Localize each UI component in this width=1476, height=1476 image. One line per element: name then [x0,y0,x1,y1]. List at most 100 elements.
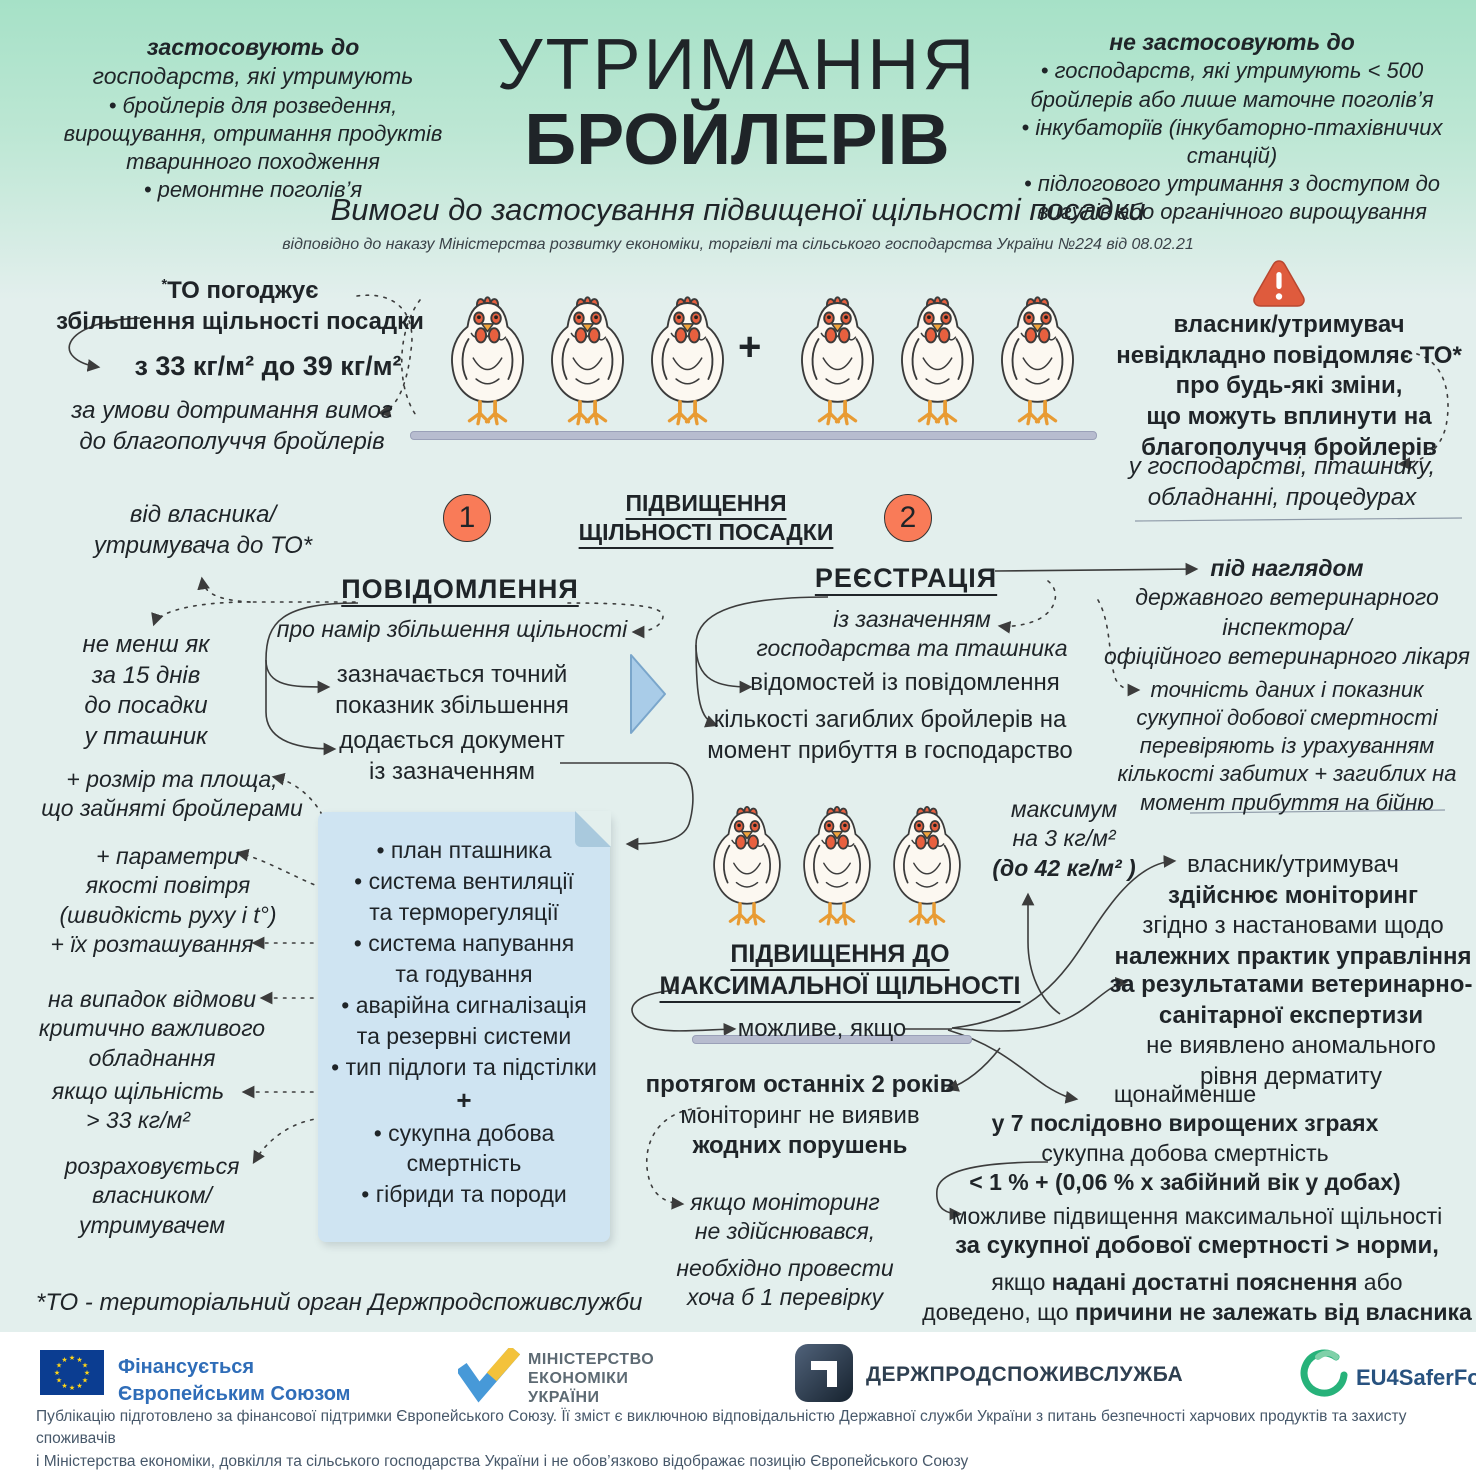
accuracy-line1: точність даних і показник [1150,677,1424,702]
ministry-line2: ЕКОНОМІКИ [528,1370,629,1388]
registration-with: із зазначенням господарства та пташника [756,605,1067,664]
flocks-block: щонайменше у 7 послідовно вирощених згра… [969,1080,1400,1198]
vet-expertise-block: за результатами ветеринарно- санітарної … [1110,970,1473,1093]
perch-bar [410,431,1097,440]
eu-funding-label: Фінансується Європейським Союзом [118,1354,350,1408]
no-mon-line2: не здійснювався, [694,1218,876,1245]
point2-line1: додається документ [339,727,565,754]
density-line1: якщо щільність [51,1078,225,1104]
notification-point2: додається документ із зазначенням [339,726,565,787]
doc-item: • сукупна добова [373,1119,555,1146]
calc-line3: утримувачем [79,1211,225,1238]
notify-changes-block: власник/утримувач невідкладно повідомляє… [1116,310,1462,464]
svg-text:★: ★ [84,1369,90,1377]
timing-line4: у пташник [84,723,208,751]
svg-text:★: ★ [61,1356,67,1364]
flow-arrow-icon [630,654,666,734]
exceed-line1: можливе підвищення максимальної щільност… [951,1203,1443,1229]
possible-if: можливе, якщо [737,1015,907,1042]
notify-line5: благополуччя бройлерів [1141,433,1437,461]
annotation-density: якщо щільність > 33 кг/м² [52,1077,224,1136]
footnote: *ТО - територіальний орган Держпродспожи… [36,1289,643,1316]
exceed-seg-bold: причини не залежать від власника [1074,1298,1472,1325]
condition-line2: до благополуччя бройлерів [79,427,385,455]
exceed-seg-bold: надані достатні пояснення [1051,1269,1358,1296]
point2-line2: із зазначенням [368,757,536,785]
notify-note2: обладнанні, процедурах [1147,483,1417,511]
exceed-line3: якщо надані достатні пояснення або [922,1268,1472,1297]
failure-line2: критично важливого [38,1015,266,1042]
from-line2: утримувача до ТО* [93,531,313,559]
supervision-line3: офіційного ветеринарного лікаря [1104,643,1470,670]
timing-line1: не менш як [82,631,210,658]
step-1-badge: 1 [443,494,491,542]
notification-point1: зазначається точний показник збільшення [335,660,569,721]
density-range: з 33 кг/м² до 39 кг/м² [134,351,402,381]
applies-item: • ремонтне поголів’я [143,177,363,203]
svg-text:★: ★ [76,1382,82,1390]
annotation-calc: розраховується власником/ утримувачем [65,1152,240,1240]
chicken-icon [890,285,985,435]
not-applies-item: • господарств, які утримують < 500 бройл… [1030,58,1434,112]
chicken-icon [440,285,535,435]
center-label-line2: ЩІЛЬНОСТІ ПОСАДКИ [578,519,834,546]
eu-funding-line2: Європейським Союзом [118,1383,351,1405]
size-line1: + розмір та площа, [66,766,278,792]
chicken-icon [793,795,881,935]
dpss-logo-icon [795,1344,853,1402]
svg-text:★: ★ [69,1354,75,1362]
no-mon-line4: хоча б 1 перевірку [687,1284,883,1311]
exceed-seg: доведено, що [922,1298,1075,1325]
header-gradient [0,0,1476,300]
with-line1: із зазначенням [833,606,991,632]
air-line1: + параметри [96,843,240,869]
density-line2: > 33 кг/м² [86,1107,190,1134]
applies-to-block: застосовують до господарств, які утримую… [38,33,468,205]
not-applies-item: • інкубаторіїв (інкубаторно-птахівничих … [1021,114,1443,168]
chicken-icon [990,285,1085,435]
point1-line1: зазначається точний [336,661,568,688]
flocks-line2: у 7 послідовно вирощених зграях [991,1110,1379,1137]
years-line2: моніторинг не виявив [680,1101,920,1129]
air-line3: (швидкість руху і t°) [59,901,277,928]
from-line1: від власника/ [129,501,277,528]
doc-item: • план пташника [376,837,552,863]
notify-line1: власник/утримувач [1173,311,1405,338]
subtitle: Вимоги до застосування підвищеної щільно… [330,192,1146,227]
eu4saferfood-label: EU4SaferFood [1356,1365,1476,1390]
doc-plus: + [456,1084,472,1115]
years-line3: жодних порушень [692,1132,908,1160]
exceed-line2: за сукупної добової смертності > норми, [955,1232,1439,1260]
footer-background [0,1332,1476,1476]
doc-item: • гібриди та породи [361,1181,567,1208]
failure-line1: на випадок відмови [47,986,257,1012]
doc-item-cont: та терморегуляції [369,898,559,925]
with-line2: господарства та пташника [756,635,1068,662]
accuracy-line4: кількості забитих + загиблих на [1117,761,1457,787]
vet-line3: не виявлено аномального [1146,1032,1436,1060]
disclaimer-line1: Публікацію підготовлено за фінансової пі… [36,1408,1407,1448]
annotation-failure: на випадок відмови критично важливого об… [39,985,265,1073]
svg-text:★: ★ [76,1356,82,1364]
accuracy-line2: сукупної добової смертності [1136,705,1438,731]
flocks-line4: < 1 % + (0,06 % х забійний вік у добах) [969,1169,1401,1196]
doc-item-cont: смертність [406,1150,522,1177]
svg-text:★: ★ [61,1382,67,1390]
disclaimer-line2: і Міністерства економіки, довкілля та сі… [36,1452,969,1470]
calc-line2: власником/ [92,1182,212,1209]
notify-notes: у господарстві, пташнику, обладнанні, пр… [1129,452,1435,513]
asterisk: * [161,277,168,293]
flocks-line1: щонайменше [1113,1081,1257,1107]
approval-line1: ТО погоджує [167,277,319,304]
svg-text:★: ★ [54,1369,60,1377]
mon-line3: згідно з настановами щодо [1142,912,1444,940]
annotation-air: + параметри якості повітря (швидкість ру… [59,842,276,930]
size-line2: що зайняті бройлерами [41,795,303,822]
svg-text:★: ★ [69,1384,75,1392]
notify-line3: про будь-які зміни, [1175,372,1403,400]
point1-line2: показник збільшення [335,691,569,719]
eu-flag-icon: ★★★ ★★★ ★★★ ★★★ [40,1350,104,1395]
approval-condition: за умови дотримання вимог до благополучч… [71,396,393,457]
from-owner-note: від власника/ утримувача до ТО* [94,500,312,561]
